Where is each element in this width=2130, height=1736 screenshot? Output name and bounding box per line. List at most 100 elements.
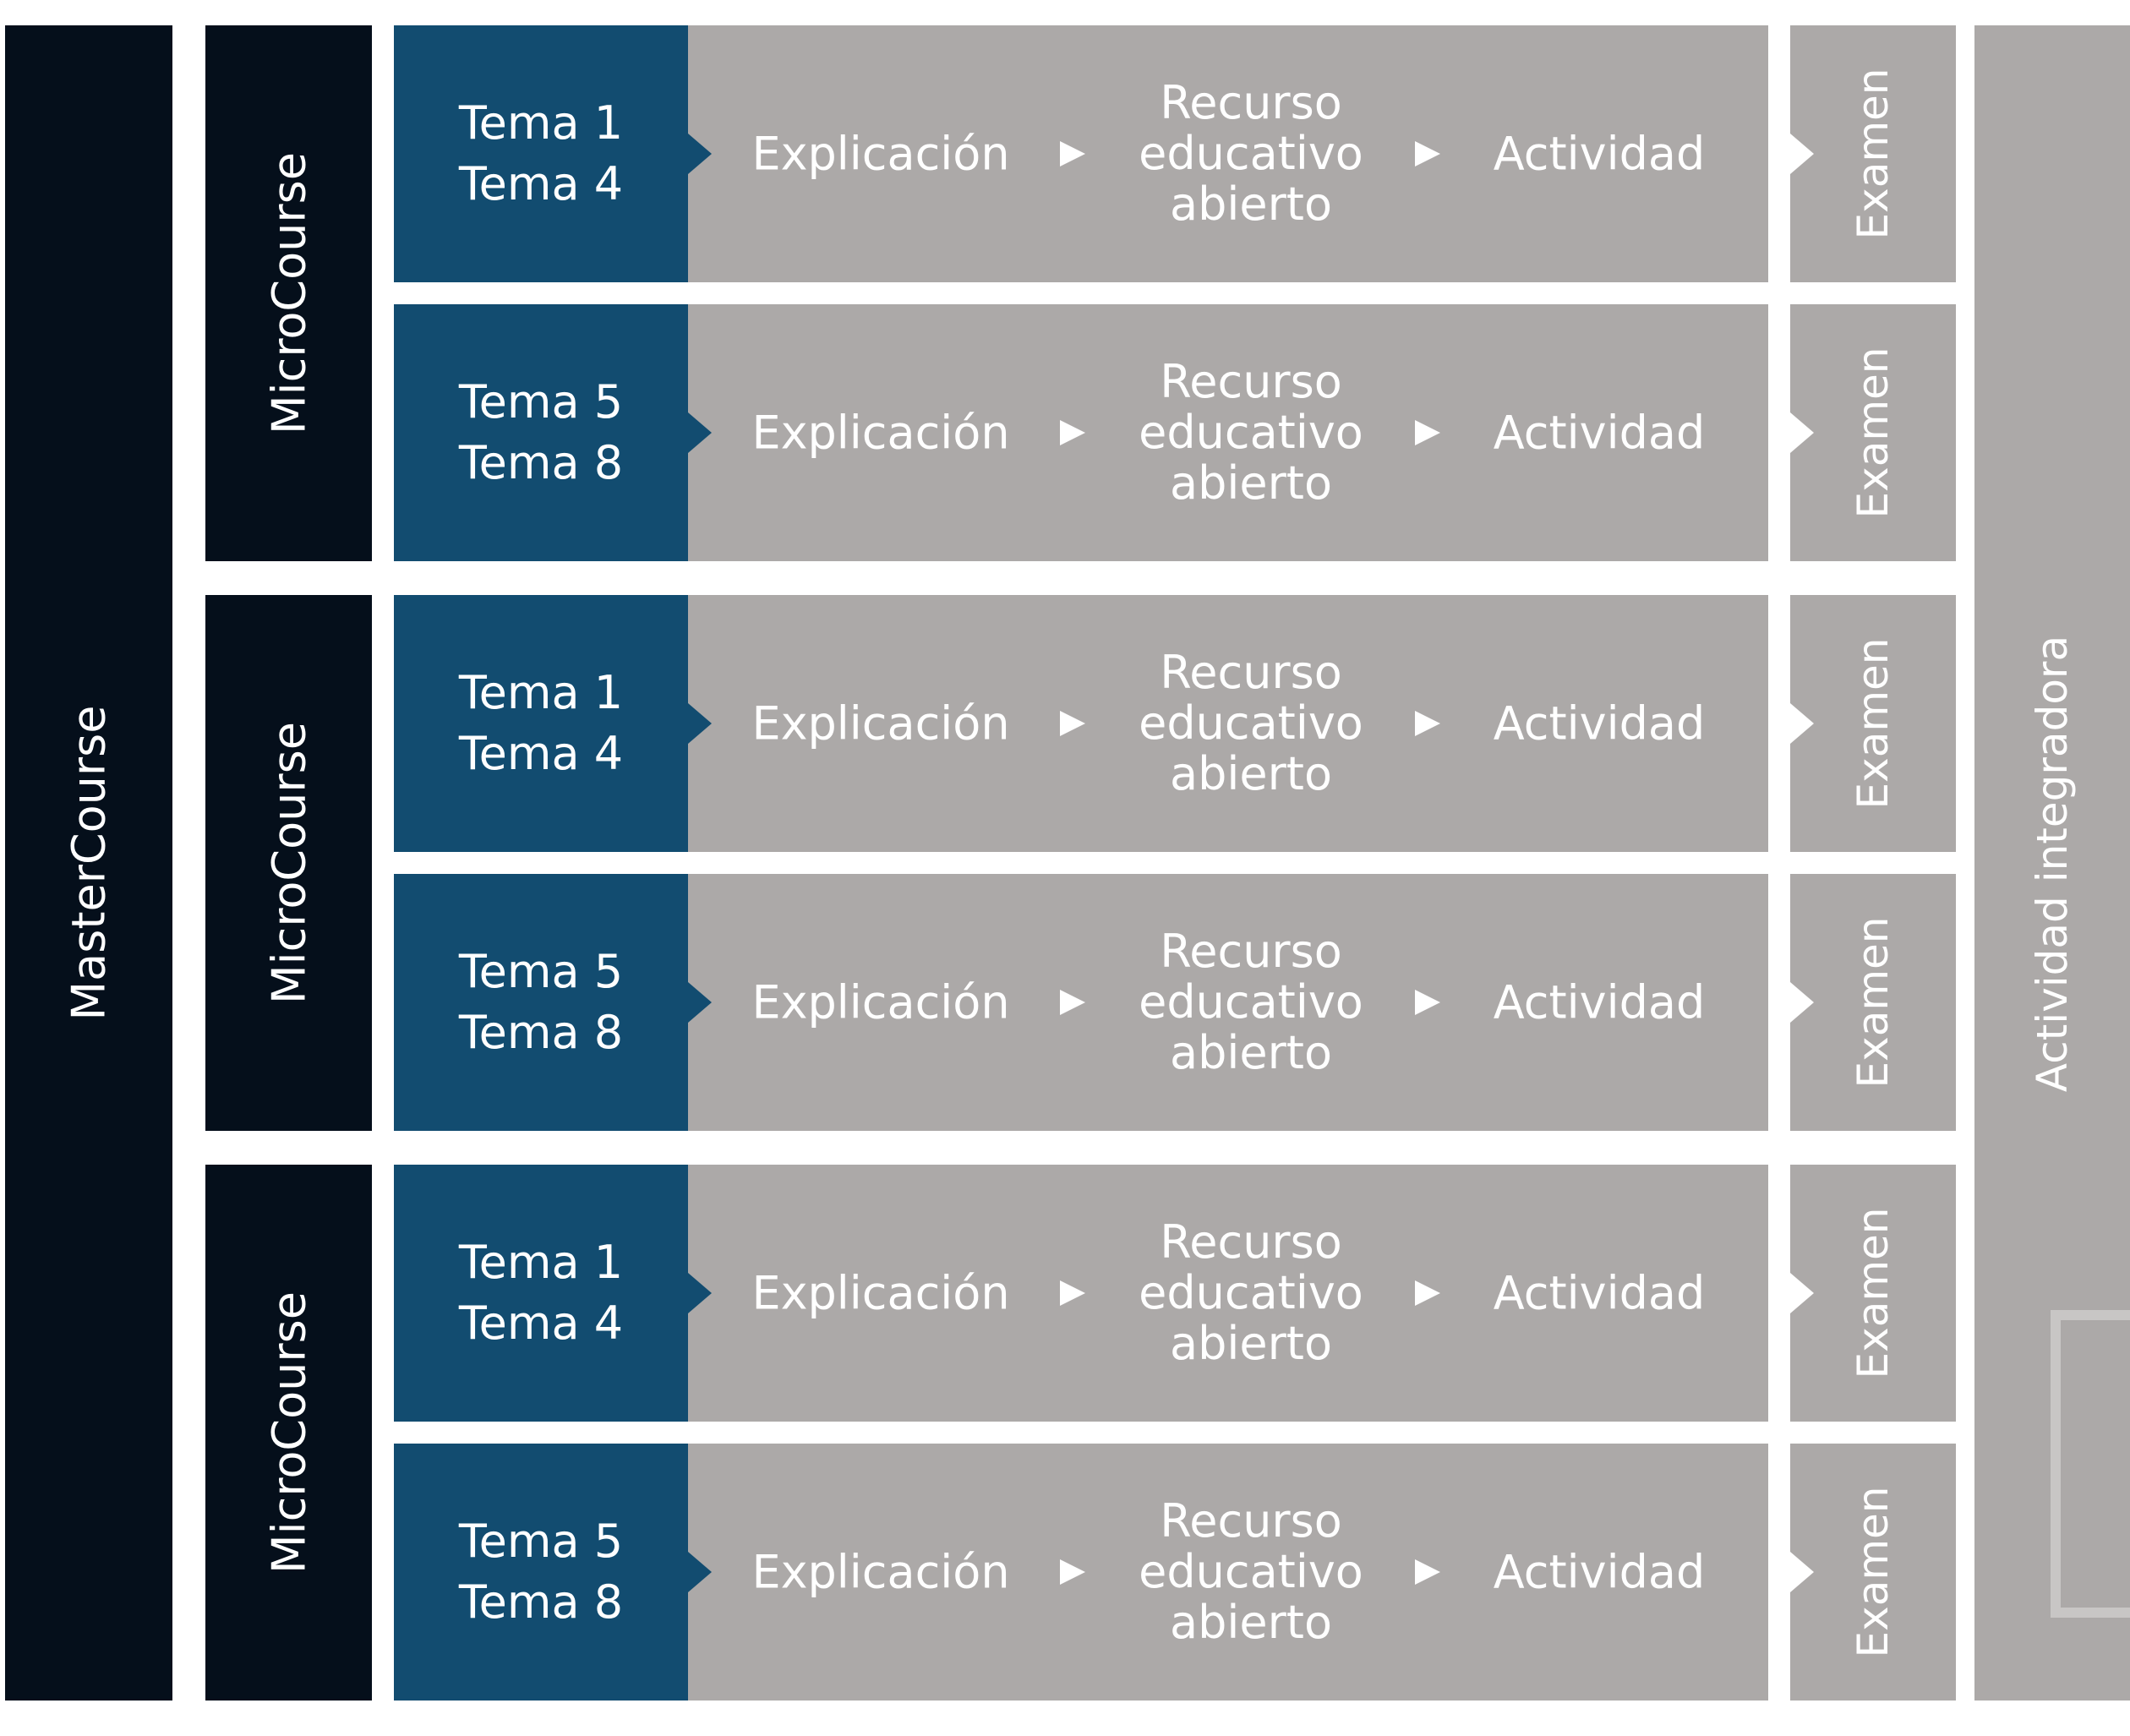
tema-end-label: Tema 8	[458, 1006, 624, 1059]
step-explicacion: Explicación	[751, 696, 1010, 751]
step-recurso-line: Recurso	[1160, 646, 1342, 699]
microcourse-column: MicroCourse	[205, 1165, 372, 1701]
exam-box: Examen	[1790, 25, 1956, 282]
microcourse-column: MicroCourse	[205, 25, 372, 561]
exam-box: Examen	[1790, 874, 1956, 1131]
step-explicacion: Explicación	[751, 1266, 1010, 1320]
step-arrow-icon	[1415, 711, 1440, 736]
tema-start-label: Tema 1	[458, 1236, 624, 1289]
step-recurso-line: educativo	[1139, 406, 1363, 459]
step-recurso-line: Recurso	[1160, 925, 1342, 978]
exam-label: Examen	[1849, 916, 1898, 1089]
exam-arrow-icon	[1790, 1273, 1814, 1313]
tema-end-label: Tema 4	[458, 1297, 624, 1350]
mastercourse-label: MasterCourse	[62, 705, 116, 1021]
step-explicacion: Explicación	[751, 127, 1010, 181]
exam-label: Examen	[1849, 1486, 1898, 1658]
step-explicacion: Explicación	[751, 1545, 1010, 1599]
step-arrow-icon	[1415, 141, 1440, 167]
step-recurso-line: abierto	[1169, 747, 1332, 800]
tema-start-label: Tema 1	[458, 666, 624, 719]
microcourse-column: MicroCourse	[205, 595, 372, 1131]
step-recurso-line: abierto	[1169, 1596, 1332, 1649]
tema-end-label: Tema 8	[458, 436, 624, 489]
step-recurso-line: abierto	[1169, 456, 1332, 510]
tema-end-label: Tema 4	[458, 157, 624, 210]
exam-label: Examen	[1849, 347, 1898, 519]
microcourse-label: MicroCourse	[262, 152, 315, 434]
exam-arrow-icon	[1790, 134, 1814, 174]
step-explicacion: Explicación	[751, 406, 1010, 460]
step-actividad: Actividad	[1493, 696, 1706, 751]
exam-arrow-icon	[1790, 982, 1814, 1023]
exam-box: Examen	[1790, 1444, 1956, 1701]
step-arrow-icon	[1415, 1559, 1440, 1585]
integrator-activity-label: Actividad integradora	[2028, 635, 2077, 1093]
tema-arrow-icon	[688, 134, 712, 174]
step-actividad: Actividad	[1493, 1266, 1706, 1320]
tema-block: Tema 5 Tema 8	[394, 874, 688, 1131]
exam-arrow-icon	[1790, 703, 1814, 744]
tema-arrow-icon	[688, 982, 712, 1023]
step-arrow-icon	[1415, 420, 1440, 445]
step-recurso-line: Recurso	[1160, 1215, 1342, 1269]
step-arrow-icon	[1060, 990, 1085, 1015]
tema-block: Tema 1 Tema 4	[394, 1165, 688, 1422]
exam-box: Examen	[1790, 595, 1956, 852]
step-arrow-icon	[1415, 990, 1440, 1015]
step-arrow-icon	[1060, 1559, 1085, 1585]
tema-arrow-icon	[688, 1552, 712, 1592]
integrator-activity-column: Actividad integradora	[1974, 25, 2130, 1701]
step-recurso-line: abierto	[1169, 1317, 1332, 1370]
tema-arrow-icon	[688, 703, 712, 744]
step-actividad: Actividad	[1493, 975, 1706, 1029]
tema-block: Tema 1 Tema 4	[394, 595, 688, 852]
step-arrow-icon	[1060, 711, 1085, 736]
exam-box: Examen	[1790, 1165, 1956, 1422]
microcourse-label: MicroCourse	[262, 722, 315, 1004]
tema-block: Tema 5 Tema 8	[394, 1444, 688, 1701]
step-arrow-icon	[1060, 1280, 1085, 1306]
step-recurso-line: abierto	[1169, 1026, 1332, 1079]
tema-start-label: Tema 1	[458, 96, 624, 150]
step-arrow-icon	[1060, 420, 1085, 445]
step-recurso-line: educativo	[1139, 1545, 1363, 1598]
watermark-logo-icon	[2051, 1310, 2130, 1618]
step-explicacion: Explicación	[751, 975, 1010, 1029]
step-recurso-line: educativo	[1139, 696, 1363, 750]
tema-start-label: Tema 5	[458, 1515, 624, 1568]
tema-end-label: Tema 4	[458, 727, 624, 780]
step-arrow-icon	[1415, 1280, 1440, 1306]
tema-arrow-icon	[688, 412, 712, 453]
microcourse-label: MicroCourse	[262, 1291, 315, 1574]
exam-label: Examen	[1849, 68, 1898, 240]
exam-arrow-icon	[1790, 412, 1814, 453]
step-actividad: Actividad	[1493, 406, 1706, 460]
step-recurso-line: Recurso	[1160, 1494, 1342, 1548]
step-recurso-line: abierto	[1169, 177, 1332, 231]
exam-box: Examen	[1790, 304, 1956, 561]
tema-start-label: Tema 5	[458, 375, 624, 429]
exam-label: Examen	[1849, 1207, 1898, 1379]
step-actividad: Actividad	[1493, 127, 1706, 181]
tema-end-label: Tema 8	[458, 1575, 624, 1629]
step-recurso-line: educativo	[1139, 975, 1363, 1029]
exam-arrow-icon	[1790, 1552, 1814, 1592]
step-recurso-line: educativo	[1139, 127, 1363, 180]
exam-label: Examen	[1849, 637, 1898, 810]
step-recurso-line: Recurso	[1160, 355, 1342, 408]
step-recurso-line: educativo	[1139, 1266, 1363, 1319]
step-arrow-icon	[1060, 141, 1085, 167]
tema-start-label: Tema 5	[458, 945, 624, 998]
tema-block: Tema 1 Tema 4	[394, 25, 688, 282]
step-recurso-line: Recurso	[1160, 76, 1342, 129]
tema-arrow-icon	[688, 1273, 712, 1313]
step-actividad: Actividad	[1493, 1545, 1706, 1599]
mastercourse-column: MasterCourse	[5, 25, 172, 1701]
